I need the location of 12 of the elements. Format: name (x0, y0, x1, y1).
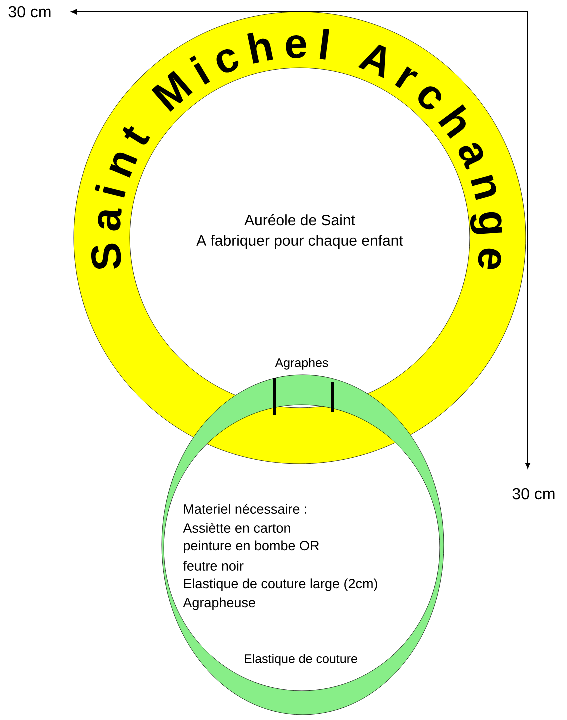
band-label: Elastique de couture (245, 654, 358, 666)
list-text: peinture en bombe OR (184, 540, 320, 554)
list-text: Agrapheuse (183, 598, 256, 610)
caption-text: Auréole de Saint (244, 214, 356, 226)
list-text: Materiel nécessaire : (184, 504, 306, 514)
staple-label: Agraphes (274, 357, 330, 371)
list-text: feutre noir (183, 561, 244, 571)
dimension-label: 30 cm (7, 5, 53, 19)
list-text: Elastique de couture large (2cm) (184, 578, 378, 592)
caption-text: A fabriquer pour chaque enfant (196, 235, 404, 249)
list-text: Assiètte en carton (183, 522, 290, 534)
dimension-label: 30 cm (511, 487, 557, 501)
